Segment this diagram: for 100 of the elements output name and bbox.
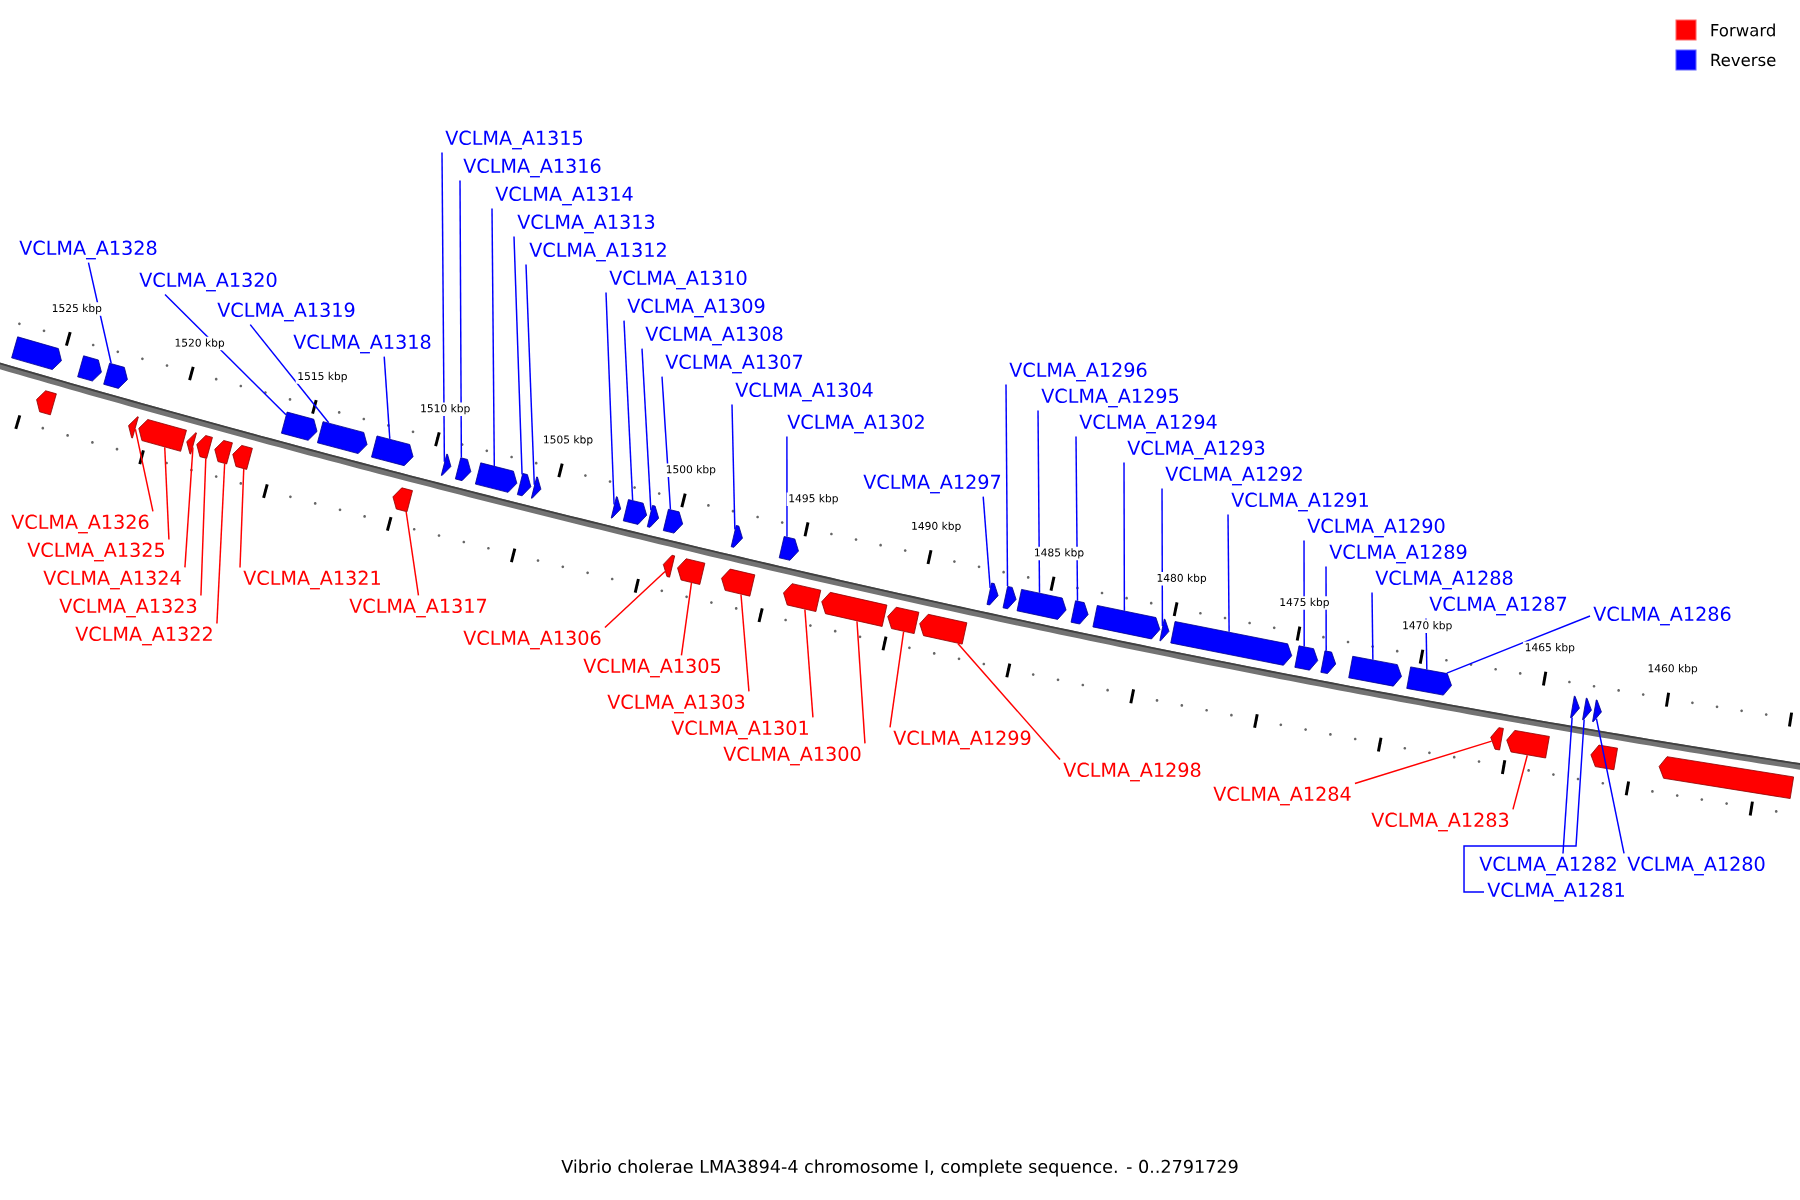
gene-label: VCLMA_A1287 (1429, 596, 1567, 616)
gene-block (196, 435, 213, 459)
leader-line (525, 263, 536, 486)
gene-block (317, 421, 368, 454)
gene-label: VCLMA_A1309 (627, 298, 765, 318)
gene-label: VCLMA_A1321 (243, 570, 380, 590)
gene-block (646, 505, 660, 528)
gene-label: VCLMA_A1280 (1627, 856, 1765, 876)
caption: Vibrio cholerae LMA3894-4 chromosome I, complete sequence. - 0..2791729 (561, 1159, 1238, 1177)
leader-line (856, 620, 866, 745)
leader-line (87, 261, 112, 364)
gene-label: VCLMA_A1300 (723, 746, 861, 766)
gene-label: VCLMA_A1315 (445, 130, 583, 150)
gene-label: VCLMA_A1298 (1063, 762, 1201, 782)
leader-line (1161, 487, 1164, 627)
gene-block (440, 453, 452, 476)
gene-block (530, 476, 542, 499)
leader-line (1037, 409, 1041, 594)
gene-block (1590, 744, 1618, 771)
gene-label: VCLMA_A1319 (217, 302, 355, 322)
leader-line (604, 570, 666, 629)
leader-line (200, 457, 207, 597)
gene-block (392, 487, 413, 513)
leader-line (216, 463, 226, 625)
gene-block (232, 445, 253, 470)
gene-block (887, 606, 920, 634)
gene-block (186, 432, 197, 455)
gene-label: VCLMA_A1308 (645, 326, 783, 346)
gene-label: VCLMA_A1304 (735, 382, 873, 402)
gene-block (1582, 697, 1592, 721)
gene-label: VCLMA_A1293 (1127, 440, 1265, 460)
gene-block (1002, 586, 1017, 610)
gene-label: VCLMA_A1296 (1009, 362, 1147, 382)
gene-block (77, 355, 102, 382)
gene-label: VCLMA_A1291 (1231, 492, 1368, 512)
gene-block (610, 496, 622, 519)
gene-label: VCLMA_A1306 (463, 630, 601, 650)
leader-line (239, 468, 245, 569)
leader-line (1123, 461, 1126, 612)
gene-block (36, 390, 57, 416)
gene-label: VCLMA_A1318 (293, 334, 431, 354)
gene-label: VCLMA_A1310 (609, 270, 747, 290)
gene-label: VCLMA_A1312 (529, 242, 666, 262)
legend-label: Reverse (1711, 53, 1776, 67)
gene-label: VCLMA_A1316 (463, 158, 601, 178)
leader-line (405, 511, 420, 597)
gene-label: VCLMA_A1326 (11, 514, 149, 534)
leader-line (680, 582, 693, 657)
gene-label: VCLMA_A1292 (1165, 466, 1302, 486)
leader-line (383, 355, 391, 440)
gene-label: VCLMA_A1288 (1375, 570, 1513, 590)
leader-line (164, 293, 287, 416)
gene-label: VCLMA_A1299 (893, 730, 1031, 750)
leader-line (661, 375, 672, 511)
gene-label: VCLMA_A1290 (1307, 518, 1445, 538)
gene-block (662, 508, 684, 534)
gene-label: VCLMA_A1320 (139, 272, 277, 292)
gene-block (214, 440, 233, 465)
leader-line (786, 435, 788, 538)
gene-label: VCLMA_A1313 (517, 214, 655, 234)
gene-block (281, 411, 318, 441)
leader-line (491, 207, 496, 467)
gene-block (128, 416, 139, 439)
gene-block (778, 536, 799, 561)
leader-line (1562, 716, 1573, 855)
leader-line (731, 403, 736, 531)
leader-line (134, 428, 154, 513)
gene-label: VCLMA_A1322 (75, 626, 212, 646)
leader-line (740, 593, 750, 693)
gene-block (1406, 666, 1452, 696)
gene-block (919, 613, 968, 645)
gene-label: VCLMA_A1325 (27, 542, 165, 562)
gene-label: VCLMA_A1282 (1479, 856, 1616, 876)
leader-line (957, 642, 1061, 761)
gene-label: VCLMA_A1281 (1487, 882, 1624, 902)
leader-line (1354, 740, 1493, 785)
gene-block (1490, 727, 1504, 751)
gene-block (1570, 695, 1580, 719)
gene-block (1159, 618, 1170, 642)
leader-line (1227, 513, 1230, 633)
gene-label: VCLMA_A1314 (495, 186, 633, 206)
leader-line (1512, 754, 1529, 811)
gene-label: VCLMA_A1295 (1041, 388, 1179, 408)
gene-block (1320, 650, 1337, 674)
gene-label: VCLMA_A1294 (1079, 414, 1217, 434)
gene-label: VCLMA_A1301 (671, 720, 808, 740)
gene-block (1170, 621, 1293, 666)
gene-block (1070, 600, 1089, 625)
gene-block (662, 554, 676, 578)
leader-line (1075, 435, 1079, 602)
gene-label: VCLMA_A1289 (1329, 544, 1467, 564)
leader-line (1595, 717, 1625, 855)
leader-line (623, 319, 634, 501)
leader-line (641, 347, 652, 511)
gene-block (11, 336, 62, 370)
gene-block (1348, 655, 1402, 687)
gene-block (721, 568, 756, 597)
leader-line (441, 151, 446, 463)
gene-label: VCLMA_A1284 (1213, 786, 1351, 806)
leader-line (1446, 615, 1591, 674)
